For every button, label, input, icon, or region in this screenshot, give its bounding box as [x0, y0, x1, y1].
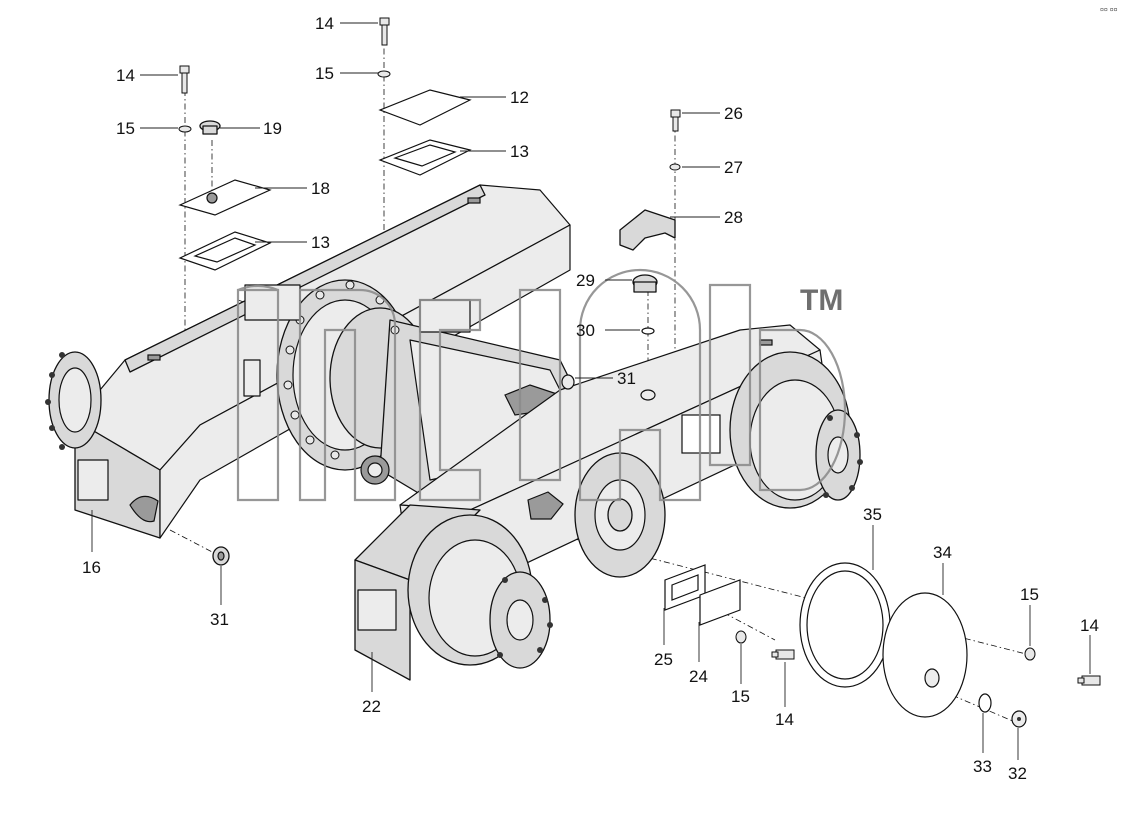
callout-14-top: 14: [315, 14, 334, 33]
leader-lines: [91, 22, 1091, 760]
callout-15-right: 15: [1020, 585, 1039, 604]
callout-14-right: 14: [1080, 616, 1099, 635]
brand-watermark: TM: [236, 268, 847, 502]
oring-33: [978, 693, 992, 713]
callout-32: 32: [1008, 764, 1027, 783]
callout-12: 12: [510, 88, 529, 107]
callout-18: 18: [311, 179, 330, 198]
callout-14-bottom: 14: [775, 710, 794, 729]
callout-15-top: 15: [315, 64, 334, 83]
callout-30: 30: [576, 321, 595, 340]
callout-34: 34: [933, 543, 952, 562]
callout-28: 28: [724, 208, 743, 227]
rear-flange-parts: [664, 562, 1027, 728]
callout-29: 29: [576, 271, 595, 290]
callout-14-left: 14: [116, 66, 135, 85]
callout-26: 26: [724, 104, 743, 123]
callout-15-bottom: 15: [731, 687, 750, 706]
callout-25: 25: [654, 650, 673, 669]
callout-15-left: 15: [116, 119, 135, 138]
top-covers: [178, 89, 676, 271]
cover-18: [178, 179, 272, 216]
trademark-symbol: TM: [800, 284, 843, 317]
bracket-28: [619, 209, 676, 251]
fasteners: [178, 17, 1101, 686]
callout-24: 24: [689, 667, 708, 686]
callout-13-top: 13: [510, 142, 529, 161]
callout-27: 27: [724, 158, 743, 177]
callout-31-low: 31: [210, 610, 229, 629]
callout-13-left: 13: [311, 233, 330, 252]
corner-mark: ¤¤ ¤¤: [1100, 7, 1118, 14]
callout-labels: 14 15 12 13 14 15 19 18 13 26 27 28 29 3…: [82, 14, 1099, 783]
plate-24: [699, 579, 741, 626]
callout-16: 16: [82, 558, 101, 577]
cover-34: [882, 592, 968, 718]
callout-22: 22: [362, 697, 381, 716]
callout-31-mid: 31: [617, 369, 636, 388]
callout-35: 35: [863, 505, 882, 524]
callout-19: 19: [263, 119, 282, 138]
cover-12: [378, 89, 472, 126]
callout-33: 33: [973, 757, 992, 776]
